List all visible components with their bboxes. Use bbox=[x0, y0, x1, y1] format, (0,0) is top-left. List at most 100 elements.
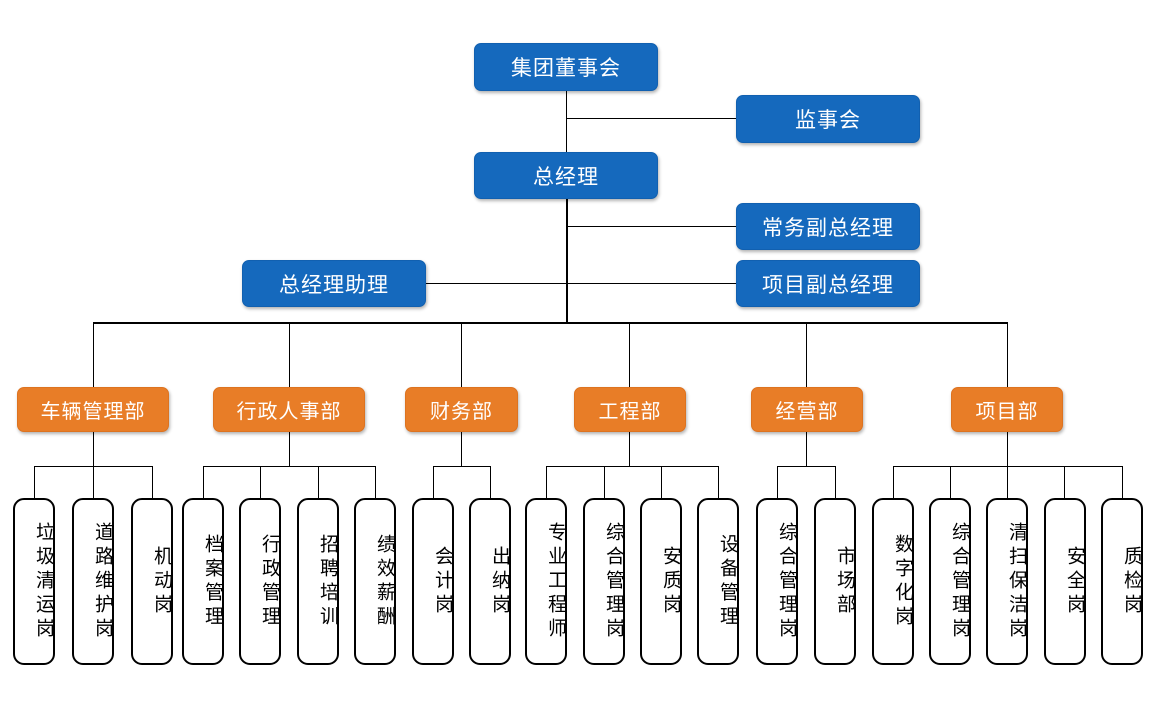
connector-dept-3-stem bbox=[461, 432, 462, 466]
connector-dept-3-drop-1 bbox=[433, 466, 434, 498]
node-position-label: 综合管理岗 bbox=[776, 521, 797, 642]
connector-dept-4-drop-1 bbox=[546, 466, 547, 498]
node-gm-assistant[interactable]: 总经理助理 bbox=[242, 260, 426, 307]
connector-drop-dept-1 bbox=[93, 322, 94, 387]
connector-gm-to-executive-deputy bbox=[566, 226, 736, 227]
node-position-admin-management[interactable]: 行政管理 bbox=[239, 498, 281, 665]
node-position-label: 道路维护岗 bbox=[92, 521, 113, 642]
connector-dept-4-bus bbox=[546, 466, 718, 467]
node-position-label: 安质岗 bbox=[660, 545, 681, 618]
connector-dept-5-stem bbox=[806, 432, 807, 466]
node-position-digitalization[interactable]: 数字化岗 bbox=[872, 498, 914, 665]
connector-dept-6-drop-3 bbox=[1007, 466, 1008, 498]
node-position-road-maintenance[interactable]: 道路维护岗 bbox=[72, 498, 114, 665]
node-department-operations[interactable]: 经营部 bbox=[751, 387, 863, 432]
connector-drop-dept-5 bbox=[806, 322, 807, 387]
node-position-professional-engineer[interactable]: 专业工程师 bbox=[525, 498, 567, 665]
node-position-safety[interactable]: 安全岗 bbox=[1044, 498, 1086, 665]
connector-dept-4-stem bbox=[629, 432, 630, 466]
node-position-label: 专业工程师 bbox=[545, 521, 566, 642]
node-project-deputy-manager-label: 项目副总经理 bbox=[762, 273, 894, 297]
node-position-market[interactable]: 市场部 bbox=[814, 498, 856, 665]
node-department-project[interactable]: 项目部 bbox=[951, 387, 1063, 432]
node-board-label: 集团董事会 bbox=[511, 57, 621, 80]
connector-dept-4-drop-3 bbox=[661, 466, 662, 498]
node-position-performance-compensation[interactable]: 绩效薪酬 bbox=[354, 498, 396, 665]
node-gm-assistant-label: 总经理助理 bbox=[279, 273, 389, 297]
node-position-label: 机动岗 bbox=[151, 545, 172, 618]
node-position-archive-management[interactable]: 档案管理 bbox=[182, 498, 224, 665]
node-department-label: 行政人事部 bbox=[236, 401, 342, 423]
node-department-label: 财务部 bbox=[430, 401, 493, 423]
connector-drop-dept-4 bbox=[629, 322, 630, 387]
connector-dept-4-drop-4 bbox=[718, 466, 719, 498]
node-supervisory-board-label: 监事会 bbox=[795, 109, 861, 132]
connector-dept-6-stem bbox=[1007, 432, 1008, 466]
node-project-deputy-manager[interactable]: 项目副总经理 bbox=[736, 260, 920, 307]
node-position-label: 招聘培训 bbox=[317, 533, 338, 630]
node-executive-deputy-manager-label: 常务副总经理 bbox=[762, 216, 894, 240]
connector-dept-6-drop-4 bbox=[1064, 466, 1065, 498]
connector-dept-1-drop-3 bbox=[152, 466, 153, 498]
connector-dept-3-bus bbox=[433, 466, 490, 467]
connector-department-bus bbox=[93, 322, 1008, 324]
connector-drop-dept-3 bbox=[461, 322, 462, 387]
connector-dept-5-drop-2 bbox=[835, 466, 836, 498]
node-position-cashier[interactable]: 出纳岗 bbox=[469, 498, 511, 665]
node-department-label: 项目部 bbox=[975, 401, 1039, 423]
node-position-equipment-management[interactable]: 设备管理 bbox=[697, 498, 739, 665]
node-department-label: 工程部 bbox=[598, 401, 662, 423]
node-position-label: 垃圾清运岗 bbox=[33, 521, 54, 642]
node-position-label: 行政管理 bbox=[259, 533, 280, 630]
node-position-safety-quality[interactable]: 安质岗 bbox=[640, 498, 682, 665]
node-position-recruitment-training[interactable]: 招聘培训 bbox=[297, 498, 339, 665]
connector-dept-1-drop-1 bbox=[34, 466, 35, 498]
node-position-label: 市场部 bbox=[834, 545, 855, 618]
node-position-mobile-duty[interactable]: 机动岗 bbox=[131, 498, 173, 665]
node-position-label: 安全岗 bbox=[1064, 545, 1085, 618]
node-board[interactable]: 集团董事会 bbox=[474, 43, 658, 91]
node-department-finance[interactable]: 财务部 bbox=[405, 387, 518, 432]
node-position-operations-general-management[interactable]: 综合管理岗 bbox=[756, 498, 798, 665]
node-position-quality-inspection[interactable]: 质检岗 bbox=[1101, 498, 1143, 665]
node-department-vehicle-management[interactable]: 车辆管理部 bbox=[17, 387, 169, 432]
connector-dept-2-drop-4 bbox=[375, 466, 376, 498]
node-position-label: 数字化岗 bbox=[892, 533, 913, 630]
node-position-label: 会计岗 bbox=[432, 545, 453, 618]
connector-dept-2-drop-3 bbox=[318, 466, 319, 498]
connector-dept-5-bus bbox=[777, 466, 835, 467]
connector-board-to-supervisory bbox=[566, 118, 736, 119]
node-position-cleaning-sanitation[interactable]: 清扫保洁岗 bbox=[986, 498, 1028, 665]
node-position-label: 设备管理 bbox=[717, 533, 738, 630]
connector-dept-6-drop-2 bbox=[950, 466, 951, 498]
connector-gm-assistant bbox=[426, 283, 567, 284]
connector-dept-6-drop-1 bbox=[893, 466, 894, 498]
node-position-label: 清扫保洁岗 bbox=[1006, 521, 1027, 642]
connector-dept-1-drop-2 bbox=[93, 466, 94, 498]
node-position-waste-transport[interactable]: 垃圾清运岗 bbox=[13, 498, 55, 665]
node-department-admin-hr[interactable]: 行政人事部 bbox=[213, 387, 365, 432]
connector-dept-2-stem bbox=[289, 432, 290, 466]
connector-dept-2-drop-1 bbox=[203, 466, 204, 498]
node-executive-deputy-manager[interactable]: 常务副总经理 bbox=[736, 203, 920, 250]
connector-dept-1-stem bbox=[93, 432, 94, 466]
connector-dept-2-bus bbox=[203, 466, 375, 467]
node-department-label: 经营部 bbox=[775, 401, 839, 423]
node-position-engineering-general-management[interactable]: 综合管理岗 bbox=[583, 498, 625, 665]
node-position-project-general-management[interactable]: 综合管理岗 bbox=[929, 498, 971, 665]
node-position-accountant[interactable]: 会计岗 bbox=[412, 498, 454, 665]
node-department-engineering[interactable]: 工程部 bbox=[574, 387, 686, 432]
connector-dept-4-drop-2 bbox=[604, 466, 605, 498]
connector-drop-dept-6 bbox=[1007, 322, 1008, 387]
node-general-manager[interactable]: 总经理 bbox=[474, 152, 658, 199]
node-position-label: 绩效薪酬 bbox=[374, 533, 395, 630]
node-position-label: 综合管理岗 bbox=[949, 521, 970, 642]
node-position-label: 档案管理 bbox=[202, 533, 223, 630]
node-general-manager-label: 总经理 bbox=[533, 165, 599, 189]
node-supervisory-board[interactable]: 监事会 bbox=[736, 95, 920, 143]
connector-gm-to-project-deputy bbox=[566, 283, 736, 284]
node-position-label: 质检岗 bbox=[1121, 545, 1142, 618]
connector-board-to-gm bbox=[566, 91, 567, 152]
connector-gm-spine bbox=[566, 198, 568, 324]
